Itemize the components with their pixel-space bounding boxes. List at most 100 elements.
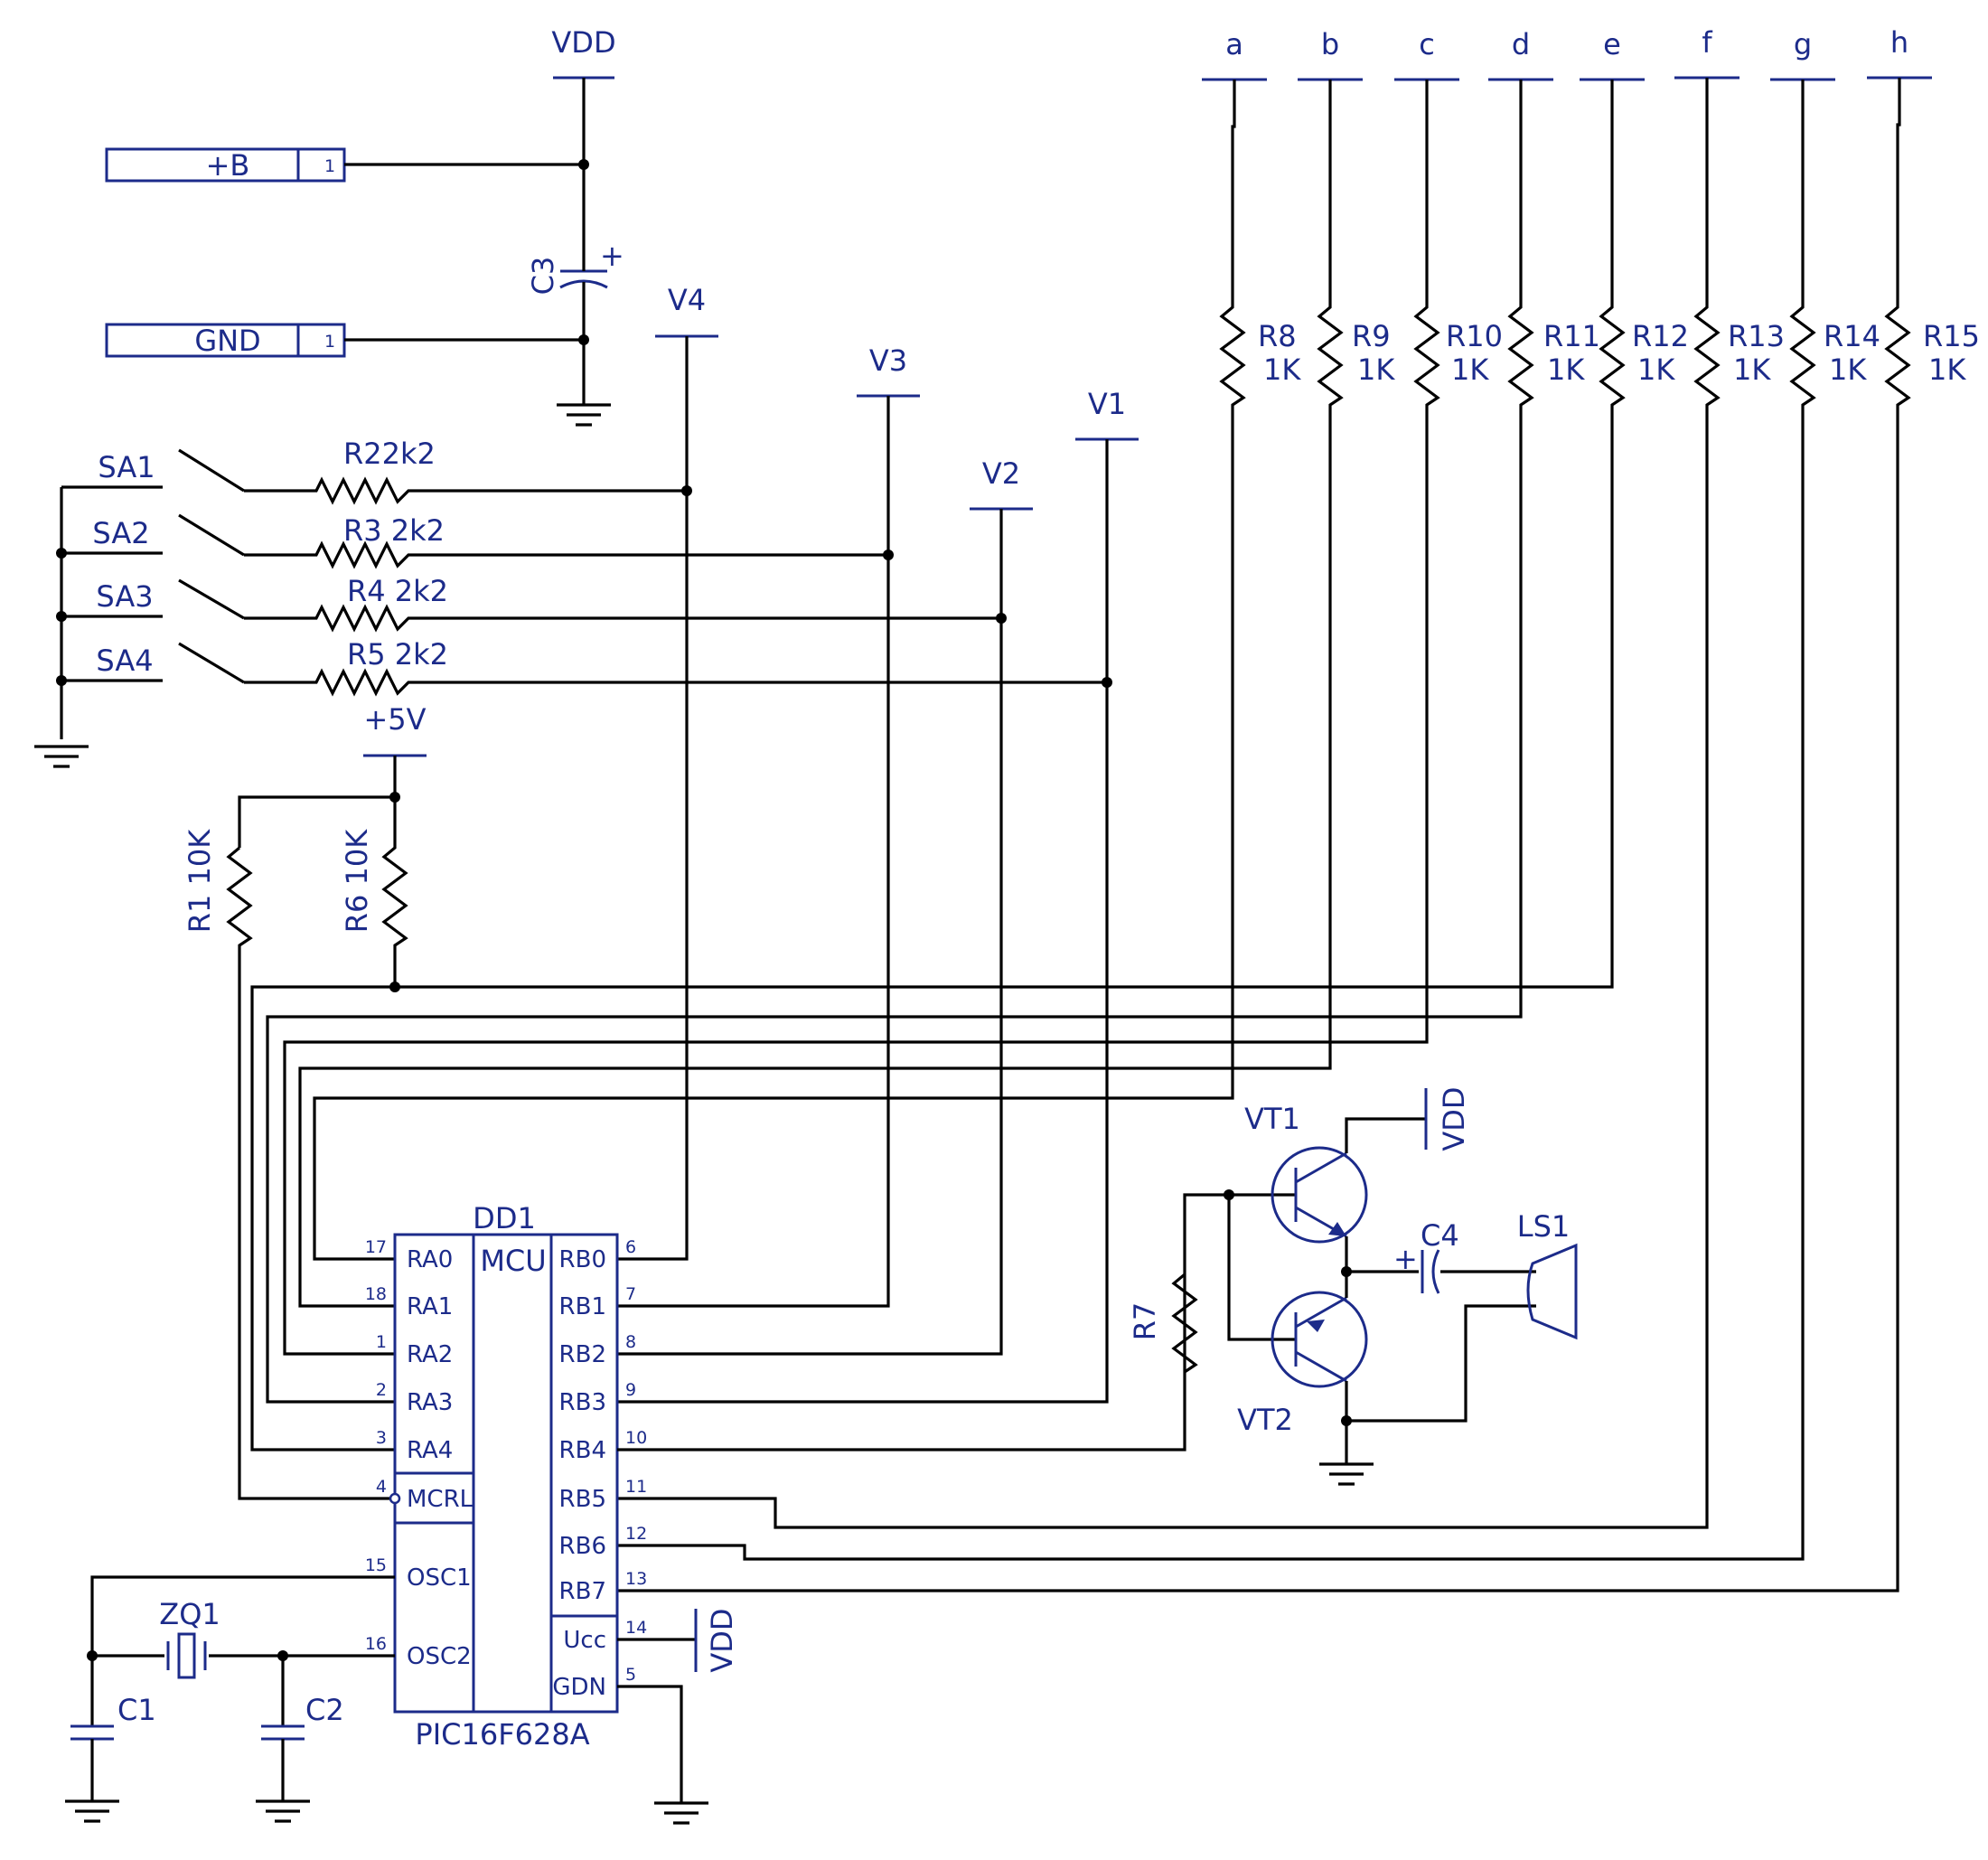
r8-val: 1K bbox=[1263, 352, 1301, 387]
sa2-label: SA2 bbox=[92, 516, 149, 550]
seg-b-label: b bbox=[1321, 27, 1339, 61]
mcu-pin-rb7-number: 13 bbox=[625, 1569, 647, 1589]
plus5v-label: +5V bbox=[363, 702, 426, 737]
r13-ref: R13 bbox=[1728, 319, 1785, 353]
mcu-pin-rb1-number: 7 bbox=[625, 1284, 636, 1304]
transistor-vt2: VT2 bbox=[1237, 1291, 1368, 1437]
mcu-pin-rb6-number: 12 bbox=[625, 1524, 647, 1544]
v2-terminal: V2 bbox=[970, 456, 1033, 511]
segment-f-terminal: f bbox=[1674, 25, 1740, 80]
r7-label: R7 bbox=[1128, 1302, 1162, 1341]
segment-g-terminal: g bbox=[1770, 27, 1835, 81]
mcu-pin-ra0-number: 17 bbox=[365, 1237, 387, 1257]
mcu-pin-rb0-name: RB0 bbox=[559, 1246, 606, 1273]
v1-terminal: V1 bbox=[1075, 387, 1139, 441]
vdd-terminal: VDD bbox=[551, 25, 616, 80]
capacitor-c3: C3 + bbox=[526, 239, 624, 298]
mcu-pin-ra2-name: RA2 bbox=[407, 1341, 453, 1368]
resistor-r3: R3 2k2 bbox=[244, 513, 888, 569]
seg-f-label: f bbox=[1702, 25, 1712, 60]
resistor-r6: R6 10K bbox=[340, 797, 408, 987]
mcu-pin-rb0-number: 6 bbox=[625, 1237, 636, 1257]
r9-ref: R9 bbox=[1352, 319, 1391, 353]
seg-g-label: g bbox=[1794, 27, 1812, 61]
switch-sa4[interactable]: SA4 bbox=[61, 642, 245, 684]
r12-ref: R12 bbox=[1632, 319, 1689, 353]
c3-label: C3 bbox=[526, 257, 560, 296]
resistor-r14: R14 1K bbox=[617, 80, 1880, 1561]
segment-c-terminal: c bbox=[1394, 27, 1459, 81]
segment-b-terminal: b bbox=[1298, 27, 1363, 81]
capacitor-c4: C4 + bbox=[1393, 1218, 1459, 1294]
resistor-r9: R9 1K bbox=[298, 80, 1395, 1308]
resistor-r7: R7 bbox=[617, 1193, 1229, 1451]
vt1-label: VT1 bbox=[1244, 1102, 1300, 1136]
mcu-type: MCU bbox=[480, 1244, 546, 1278]
resistor-r15: R15 1K bbox=[617, 78, 1980, 1592]
capacitor-c1: C1 bbox=[70, 1693, 156, 1801]
mcu-pin-rb3-name: RB3 bbox=[559, 1389, 606, 1416]
mcu-pin-rb4-name: RB4 bbox=[559, 1437, 606, 1464]
r14-ref: R14 bbox=[1824, 319, 1880, 353]
mcu-pin-ra0-name: RA0 bbox=[407, 1246, 453, 1273]
connector-plus-b: +B 1 bbox=[105, 147, 346, 183]
mcu-pin-mcrl-name: MCRL bbox=[407, 1486, 474, 1513]
r5-label: R5 2k2 bbox=[347, 637, 448, 672]
mcu-pin-gdn-name: GDN bbox=[552, 1674, 606, 1701]
connector-plus-b-pin: 1 bbox=[324, 156, 335, 176]
c1-label: C1 bbox=[117, 1693, 156, 1727]
mcu-pin-rb7-name: RB7 bbox=[559, 1578, 606, 1605]
speaker-ls1[interactable]: LS1 bbox=[1517, 1209, 1578, 1340]
sa4-label: SA4 bbox=[96, 643, 153, 678]
zq1-label: ZQ1 bbox=[159, 1597, 220, 1631]
c4-label: C4 bbox=[1421, 1218, 1459, 1253]
resistor-r4: R4 2k2 bbox=[244, 574, 1001, 633]
mcu-pin-rb5-number: 11 bbox=[625, 1477, 647, 1497]
r3-label: R3 2k2 bbox=[343, 513, 445, 548]
c4-polarity: + bbox=[1393, 1242, 1418, 1276]
connector-gnd-name: GND bbox=[194, 324, 260, 358]
mcu-pin-ra1-number: 18 bbox=[365, 1284, 387, 1304]
v4-terminal: V4 bbox=[655, 283, 718, 338]
transistor-vt1: VDD VT1 bbox=[1244, 1086, 1471, 1244]
seg-h-label: h bbox=[1890, 25, 1908, 60]
mcu-pin-ra3-name: RA3 bbox=[407, 1389, 453, 1416]
r1-label: R1 10K bbox=[183, 829, 217, 933]
r10-ref: R10 bbox=[1446, 319, 1503, 353]
resistor-r5: R5 2k2 bbox=[244, 637, 1107, 697]
c2-label: C2 bbox=[305, 1693, 344, 1727]
mcu-pin-ra4-number: 3 bbox=[376, 1428, 387, 1448]
sa3-label: SA3 bbox=[96, 579, 153, 614]
switch-sa2[interactable]: SA2 bbox=[61, 513, 245, 557]
resistor-r13: R13 1K bbox=[617, 78, 1785, 1529]
segment-e-terminal: e bbox=[1580, 27, 1645, 81]
vt1-vdd-label: VDD bbox=[1437, 1086, 1471, 1151]
switch-sa1[interactable]: SA1 bbox=[61, 448, 245, 493]
mcu-part: PIC16F628A bbox=[415, 1717, 589, 1752]
v3-terminal: V3 bbox=[857, 343, 920, 398]
v3-label: V3 bbox=[869, 343, 907, 378]
mcu-pin-rb5-name: RB5 bbox=[559, 1486, 606, 1513]
v1-label: V1 bbox=[1088, 387, 1126, 421]
mcu-pin-osc1-name: OSC1 bbox=[407, 1564, 472, 1592]
plus5v-terminal: +5V bbox=[363, 702, 427, 757]
mcu-pin-ra1-name: RA1 bbox=[407, 1293, 453, 1320]
sa1-label: SA1 bbox=[98, 450, 155, 484]
r11-ref: R11 bbox=[1543, 319, 1600, 353]
r6-label: R6 10K bbox=[340, 829, 374, 933]
seg-a-label: a bbox=[1225, 27, 1243, 61]
mcu-pin-ra4-name: RA4 bbox=[407, 1437, 453, 1464]
resistor-r11: R11 1K bbox=[266, 80, 1600, 1404]
resistor-r8: R8 1K bbox=[313, 80, 1301, 1261]
switch-sa3[interactable]: SA3 bbox=[61, 578, 245, 620]
segment-d-terminal: d bbox=[1488, 27, 1553, 81]
ucc-vdd-terminal: VDD bbox=[617, 1608, 739, 1673]
mcu-pin-osc2-number: 16 bbox=[365, 1634, 387, 1654]
r15-val: 1K bbox=[1928, 352, 1966, 387]
connector-gnd-pin: 1 bbox=[324, 332, 335, 352]
r12-val: 1K bbox=[1637, 352, 1675, 387]
mcu-pin-ra2-number: 1 bbox=[376, 1332, 387, 1352]
